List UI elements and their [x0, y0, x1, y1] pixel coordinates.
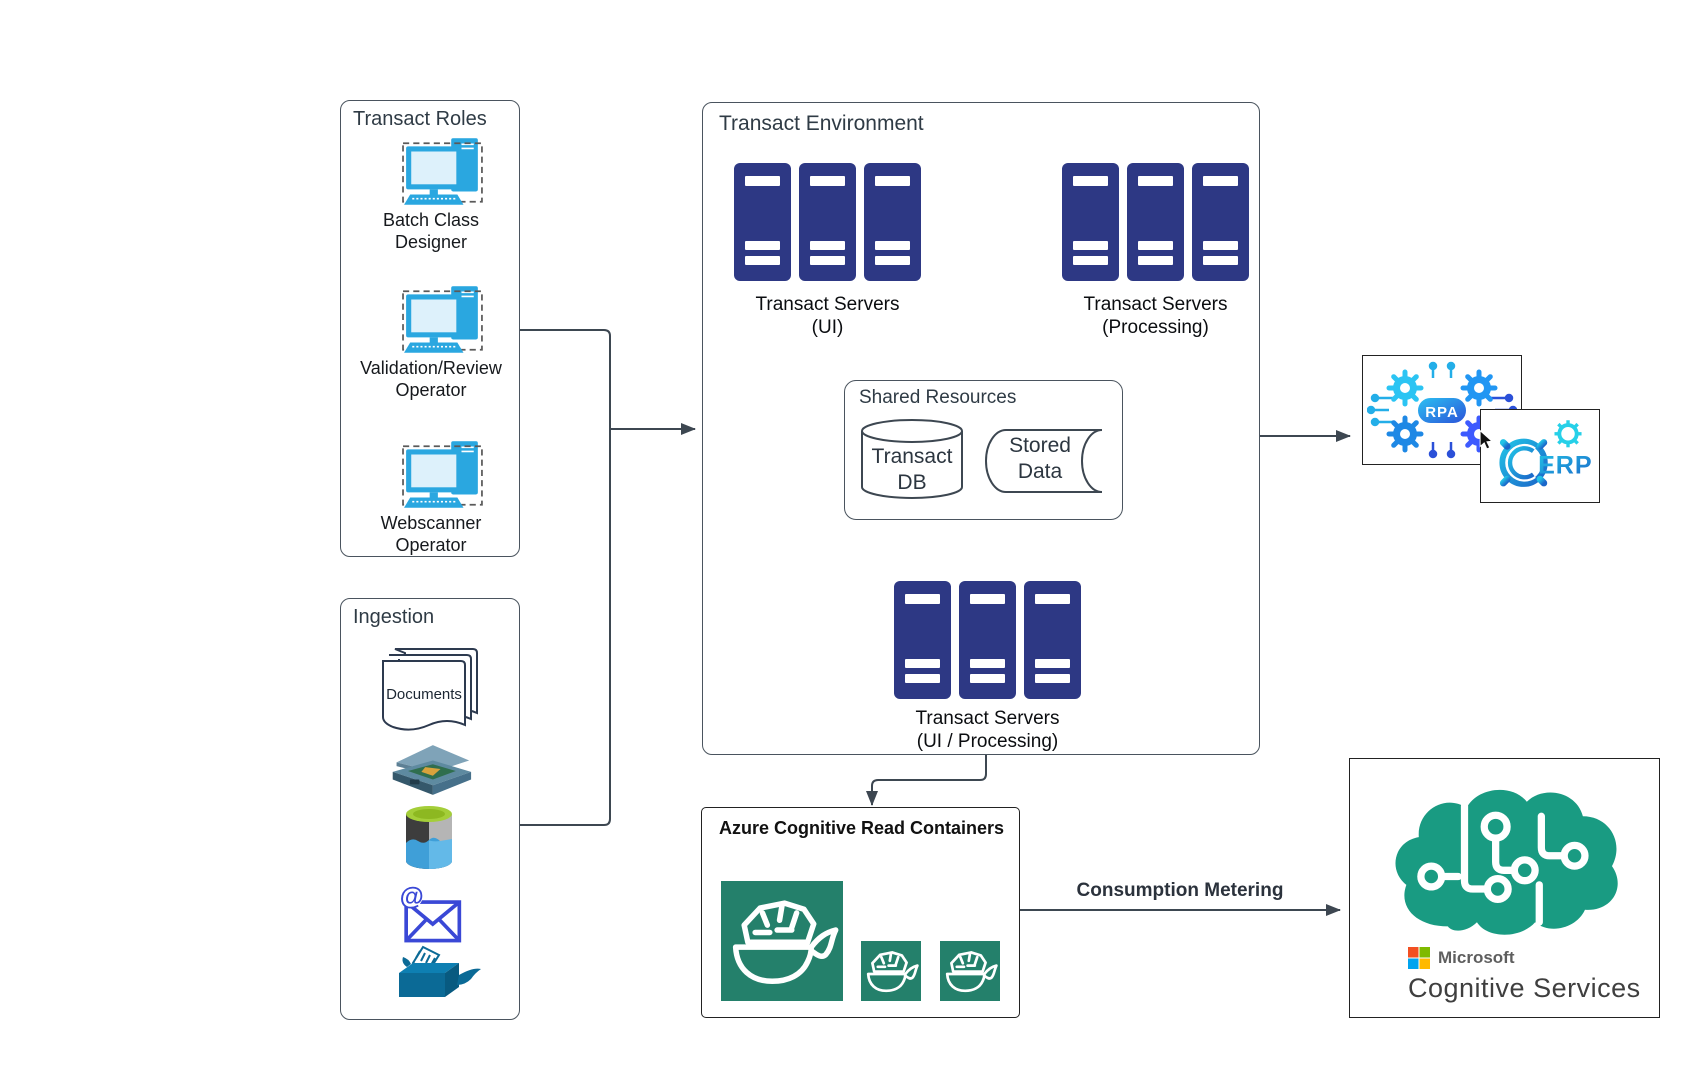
docker-whale-icon[interactable] — [721, 881, 843, 1001]
transact-environment-title: Transact Environment — [719, 112, 924, 135]
scanner-icon[interactable] — [387, 741, 473, 799]
server-group-label: Transact Servers (UI / Processing) — [915, 708, 1060, 752]
transact-roles-title: Transact Roles — [353, 108, 487, 130]
transact-roles-box[interactable]: Transact Roles Batch Class Designer Vali… — [340, 100, 520, 557]
microsoft-cognitive-services-box[interactable]: Microsoft Cognitive Services — [1349, 758, 1660, 1018]
roles-ingestion-trunk-line — [520, 329, 611, 826]
documents-icon[interactable]: Documents — [379, 647, 481, 735]
server-group-ui[interactable]: Transact Servers (UI) — [734, 163, 921, 353]
server-tower-icon — [894, 581, 951, 699]
role-label: Webscanner Operator — [380, 513, 482, 555]
workstation-icon[interactable] — [402, 285, 484, 355]
server-tower-icon — [734, 163, 791, 281]
server-tower-icon — [959, 581, 1016, 699]
documents-label: Documents — [386, 686, 462, 703]
azure-read-containers-box[interactable]: Azure Cognitive Read Containers — [701, 807, 1020, 1018]
stored-data-label: Stored Data — [1009, 434, 1071, 483]
cognitive-services-text: Cognitive Services — [1408, 973, 1641, 1003]
transact-db-label: Transact DB — [871, 445, 953, 494]
server-group-label: Transact Servers (Processing) — [1083, 294, 1228, 338]
docker-whale-icon[interactable] — [861, 941, 921, 1001]
microsoft-logo: Microsoft — [1408, 947, 1638, 969]
brain-circuit-icon — [1395, 789, 1618, 935]
server-tower-icon — [1024, 581, 1081, 699]
at-symbol: @ — [400, 884, 424, 911]
stored-data-icon[interactable] — [984, 428, 1108, 494]
shared-resources-title: Shared Resources — [859, 387, 1017, 408]
erp-box[interactable]: ERP — [1480, 409, 1600, 503]
data-lake-icon[interactable] — [404, 805, 454, 871]
microsoft-brand-text: Microsoft — [1438, 948, 1515, 967]
server-tower-icon — [864, 163, 921, 281]
server-group-ui-processing[interactable]: Transact Servers (UI / Processing) — [894, 581, 1081, 756]
erp-gear-icon: ERP — [1491, 420, 1593, 496]
server-tower-icon — [1127, 163, 1184, 281]
server-tower-icon — [1192, 163, 1249, 281]
shared-resources-box[interactable]: Shared Resources Transact DB Stored Data — [844, 380, 1123, 520]
role-label: Batch Class Designer — [382, 210, 480, 252]
server-tower-icon — [1062, 163, 1119, 281]
workstation-icon[interactable] — [402, 440, 484, 510]
ingestion-title: Ingestion — [353, 606, 435, 628]
docker-whale-icon[interactable] — [940, 941, 1000, 1001]
role-label: Validation/Review Operator — [360, 358, 502, 400]
erp-label: ERP — [1538, 451, 1593, 479]
rpa-label: RPA — [1425, 404, 1459, 421]
consumption-metering-label: Consumption Metering — [1076, 880, 1284, 901]
server-tower-icon — [799, 163, 856, 281]
microsoft-squares-icon — [1408, 947, 1430, 969]
azure-read-containers-title: Azure Cognitive Read Containers — [719, 818, 1005, 838]
mouse-cursor — [1479, 430, 1493, 450]
server-group-label: Transact Servers (UI) — [755, 294, 900, 338]
batch-box-icon[interactable] — [393, 943, 487, 1003]
workstation-icon[interactable] — [402, 137, 484, 207]
email-icon[interactable]: @ — [397, 883, 463, 945]
database-cylinder-icon[interactable] — [860, 418, 964, 502]
ingestion-box[interactable]: Ingestion Documents — [340, 598, 520, 1020]
transact-environment-box[interactable]: Transact Environment Transact Servers (U… — [702, 102, 1260, 755]
server-group-processing[interactable]: Transact Servers (Processing) — [1062, 163, 1249, 353]
